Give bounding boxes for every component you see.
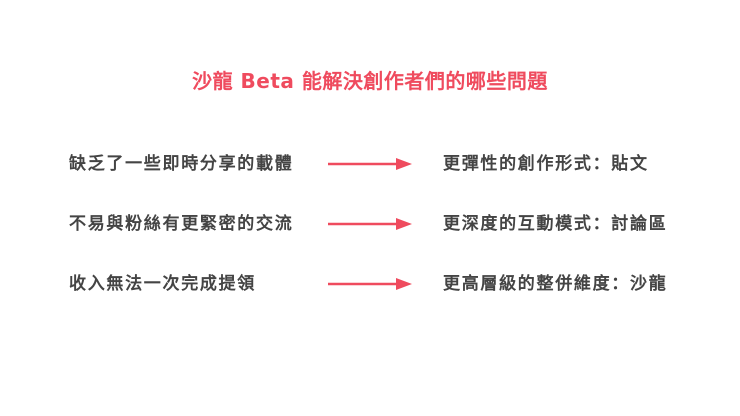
solution-text: 更高層級的整併維度：沙龍 bbox=[443, 274, 668, 294]
comparison-row: 不易與粉絲有更緊密的交流 更深度的互動模式：討論區 bbox=[0, 210, 740, 238]
problem-text: 不易與粉絲有更緊密的交流 bbox=[69, 214, 294, 234]
arrow-right-icon bbox=[328, 158, 412, 170]
arrow-right-icon bbox=[328, 218, 412, 230]
solution-text: 更彈性的創作形式：貼文 bbox=[443, 154, 649, 174]
problem-text: 收入無法一次完成提領 bbox=[69, 274, 256, 294]
slide-title: 沙龍 Beta 能解決創作者們的哪些問題 bbox=[192, 69, 548, 93]
arrow-right-icon bbox=[328, 278, 412, 290]
comparison-row: 缺乏了一些即時分享的載體 更彈性的創作形式：貼文 bbox=[0, 150, 740, 178]
comparison-row: 收入無法一次完成提領 更高層級的整併維度：沙龍 bbox=[0, 270, 740, 298]
problem-text: 缺乏了一些即時分享的載體 bbox=[69, 154, 294, 174]
solution-text: 更深度的互動模式：討論區 bbox=[443, 214, 668, 234]
